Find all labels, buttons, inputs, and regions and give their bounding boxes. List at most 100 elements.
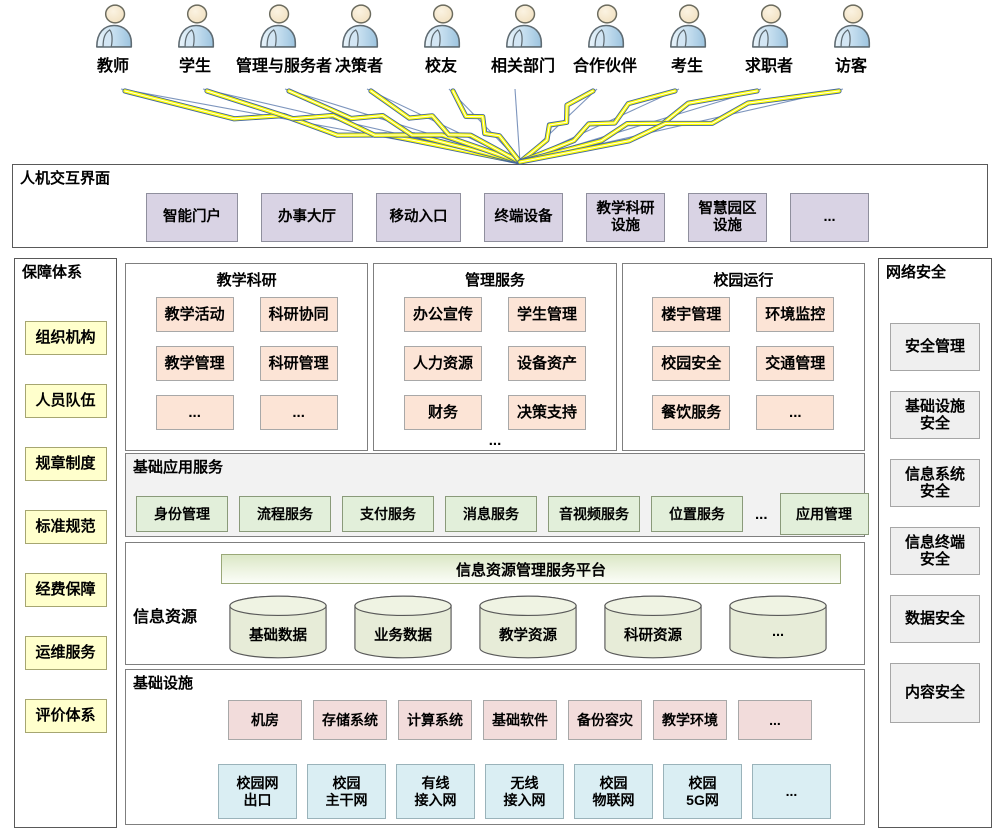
user-role-label: 合作伙伴 — [572, 58, 637, 75]
database-label: 教学资源 — [499, 628, 557, 644]
security-item: 信息系统 安全 — [890, 459, 980, 507]
domain-item: 设备资产 — [507, 346, 586, 381]
user-role: 管理与服务者 — [236, 4, 332, 76]
user-role-label: 访客 — [834, 58, 867, 75]
domain-item: 校园安全 — [652, 346, 731, 381]
facility-items: 机房存储系统计算系统基础软件备份容灾教学环境... — [228, 700, 812, 740]
hci-item: 智能门户 — [146, 193, 238, 242]
database-icon — [354, 595, 452, 659]
database-icon — [229, 595, 327, 659]
user-role-label: 相关部门 — [490, 58, 555, 75]
domain-title: 管理服务 — [464, 272, 525, 289]
support-system-items: 组织机构人员队伍规章制度标准规范经费保障运维服务评价体系 — [15, 321, 116, 733]
domain-item: 学生管理 — [507, 297, 586, 332]
middle-stack: 教学科研 教学活动科研协同教学管理科研管理...... 管理服务 办公宣传学生管… — [125, 258, 869, 825]
support-item: 组织机构 — [24, 321, 107, 355]
user-role-label: 教师 — [96, 58, 129, 75]
user-role: 求职者 — [728, 4, 810, 76]
person-icon — [90, 4, 136, 48]
hci-section-title: 人机交互界面 — [20, 170, 111, 187]
security-item: 数据安全 — [890, 595, 980, 643]
network-security-section: 网络安全 安全管理基础设施 安全信息系统 安全信息终端 安全数据安全内容安全 — [878, 258, 992, 828]
info-resource-platform-bar: 信息资源管理服务平台 — [221, 554, 841, 584]
user-role-label: 考生 — [670, 58, 703, 75]
domain-teaching-research: 教学科研 教学活动科研协同教学管理科研管理...... — [125, 263, 369, 451]
security-item: 信息终端 安全 — [890, 527, 980, 575]
hci-item: 教学科研 设施 — [586, 193, 665, 242]
network-item: ... — [752, 764, 831, 819]
app-service-item: 流程服务 — [239, 496, 331, 532]
user-role: 考生 — [646, 4, 728, 76]
person-icon — [336, 4, 382, 48]
user-role-label: 决策者 — [334, 58, 383, 75]
facility-item: ... — [738, 700, 812, 740]
domain-management-services: 管理服务 办公宣传学生管理人力资源设备资产财务决策支持 ... — [373, 263, 617, 451]
network-item: 校园 物联网 — [574, 764, 653, 819]
app-services-ellipsis: ... — [755, 505, 768, 523]
hci-section: 人机交互界面 智能门户办事大厅移动入口终端设备教学科研 设施智慧园区 设施... — [12, 164, 988, 248]
support-item: 运维服务 — [24, 636, 107, 670]
person-icon — [500, 4, 546, 48]
domain-item: 教学活动 — [155, 297, 234, 332]
person-icon — [582, 4, 628, 48]
domain-item: ... — [756, 395, 835, 430]
support-item: 评价体系 — [24, 699, 107, 733]
domain-item: ... — [259, 395, 338, 430]
user-role: 教师 — [72, 4, 154, 76]
domain-title: 校园运行 — [713, 272, 774, 289]
network-security-items: 安全管理基础设施 安全信息系统 安全信息终端 安全数据安全内容安全 — [879, 323, 991, 723]
domain-item: 办公宣传 — [403, 297, 482, 332]
lightning-connectors — [120, 88, 844, 165]
facility-item: 机房 — [228, 700, 302, 740]
facility-item: 基础软件 — [483, 700, 557, 740]
person-icon — [172, 4, 218, 48]
app-service-item: 位置服务 — [651, 496, 743, 532]
database-cylinder: 基础数据 — [228, 594, 328, 660]
database-cylinder: 业务数据 — [353, 594, 453, 660]
hci-item: 移动入口 — [376, 193, 461, 242]
user-role: 访客 — [810, 4, 892, 76]
user-role: 合作伙伴 — [564, 4, 646, 76]
business-domains-row: 教学科研 教学活动科研协同教学管理科研管理...... 管理服务 办公宣传学生管… — [125, 263, 865, 451]
app-service-item: 消息服务 — [445, 496, 537, 532]
security-item: 内容安全 — [890, 663, 980, 723]
database-label: ... — [771, 624, 785, 640]
network-item: 有线 接入网 — [396, 764, 475, 819]
network-item: 校园 主干网 — [307, 764, 386, 819]
person-icon — [418, 4, 464, 48]
hci-item: 智慧园区 设施 — [688, 193, 767, 242]
domain-item: 人力资源 — [403, 346, 482, 381]
domain-item: 科研协同 — [259, 297, 338, 332]
user-role-label: 求职者 — [744, 58, 793, 75]
hci-item: 终端设备 — [484, 193, 563, 242]
support-item: 经费保障 — [24, 573, 107, 607]
hci-item: ... — [790, 193, 869, 242]
facility-item: 存储系统 — [313, 700, 387, 740]
domain-campus-operation: 校园运行 楼宇管理环境监控校园安全交通管理餐饮服务... — [621, 263, 865, 451]
support-item: 标准规范 — [24, 510, 107, 544]
domain-footer: ... — [488, 432, 502, 449]
basic-app-services-title: 基础应用服务 — [133, 459, 224, 476]
domain-item: 餐饮服务 — [652, 395, 731, 430]
user-role: 学生 — [154, 4, 236, 76]
database-icon — [604, 595, 702, 659]
domain-item: 环境监控 — [756, 297, 835, 332]
app-service-item: 身份管理 — [136, 496, 228, 532]
hci-items: 智能门户办事大厅移动入口终端设备教学科研 设施智慧园区 设施... — [146, 193, 869, 242]
database-cylinder: 科研资源 — [603, 594, 703, 660]
databases-row: 基础数据 业务数据 — [228, 594, 828, 660]
person-icon — [828, 4, 874, 48]
support-item: 人员队伍 — [24, 384, 107, 418]
database-icon — [479, 595, 577, 659]
hci-item: 办事大厅 — [261, 193, 353, 242]
user-roles-row: 教师 学生 管理与服务者 决策者 校友 — [0, 4, 1000, 76]
database-label: 科研资源 — [624, 628, 682, 644]
facility-item: 计算系统 — [398, 700, 472, 740]
information-resources-label: 信息资源 — [133, 609, 198, 626]
security-item: 基础设施 安全 — [890, 391, 980, 439]
facility-item: 备份容灾 — [568, 700, 642, 740]
user-role-label: 校友 — [424, 58, 457, 75]
support-system-section: 保障体系 组织机构人员队伍规章制度标准规范经费保障运维服务评价体系 — [14, 258, 117, 828]
database-label: 业务数据 — [374, 628, 432, 644]
